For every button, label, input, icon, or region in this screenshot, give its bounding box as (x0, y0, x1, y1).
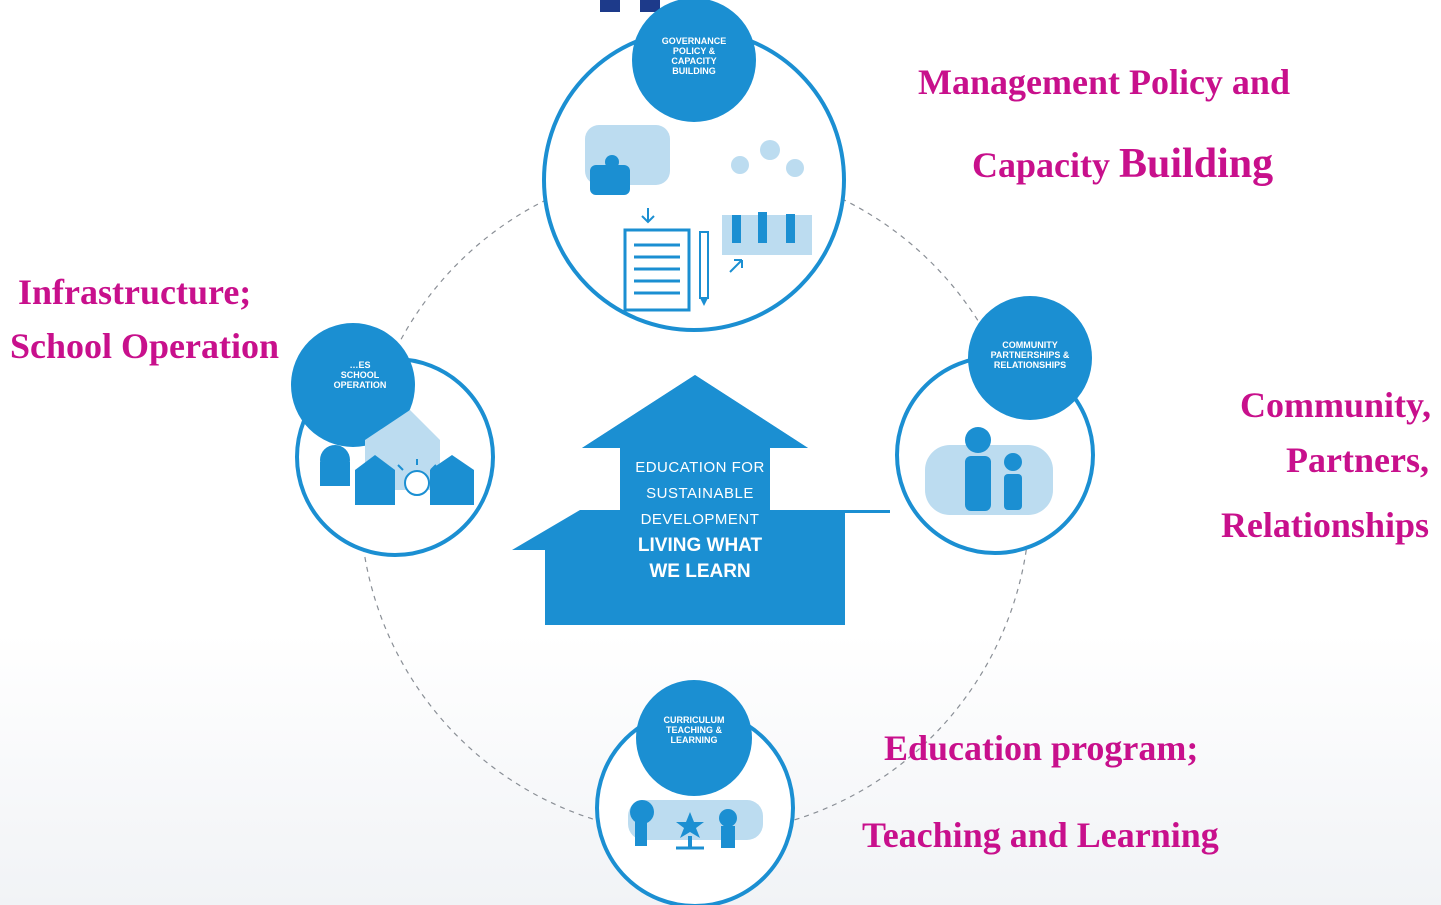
caption-community-1: Community, (1239, 385, 1431, 425)
caption-education-1: Education program; (884, 728, 1199, 768)
caption-community-2: Partners, (1286, 440, 1429, 480)
hub-line-1: EDUCATION FOR (635, 459, 765, 476)
curriculum-label: CURRICULUM TEACHING & LEARNING (663, 715, 725, 745)
learners-icon (628, 800, 763, 850)
hub-line-5: WE LEARN (649, 561, 751, 582)
caption-community-3: Relationships (1220, 505, 1429, 545)
caption-infrastructure-1: Infrastructure; (18, 272, 252, 312)
caption-infrastructure-2: School Operation (10, 326, 280, 366)
community-label: COMMUNITY PARTNERSHIPS & RELATIONSHIPS (990, 340, 1070, 370)
hub-line-3: DEVELOPMENT (640, 511, 760, 528)
title-fragment (600, 0, 660, 12)
governance-label: GOVERNANCE POLICY & CAPACITY BUILDING (661, 36, 727, 76)
community-node (895, 296, 1095, 555)
hub-line-4: LIVING WHAT (637, 535, 763, 556)
facilities-node (291, 323, 495, 557)
caption-management-2: Capacity Building (972, 141, 1274, 187)
caption-management-1: Management Policy and (918, 62, 1290, 102)
hub-line-2: SUSTAINABLE (646, 485, 754, 502)
facilities-label: …ES SCHOOL OPERATION (333, 360, 387, 390)
caption-education-2: Teaching and Learning (862, 815, 1219, 855)
curriculum-node (595, 680, 795, 905)
green-building-icon (320, 410, 474, 505)
hub-text: EDUCATION FOR SUSTAINABLE DEVELOPMENT LI… (585, 455, 815, 585)
document-icon (623, 208, 709, 312)
house-roof (582, 375, 808, 448)
raised-hands-icon (722, 140, 812, 273)
governance-node (542, 0, 846, 332)
puzzle-icon (585, 125, 670, 195)
family-icon (925, 427, 1053, 515)
